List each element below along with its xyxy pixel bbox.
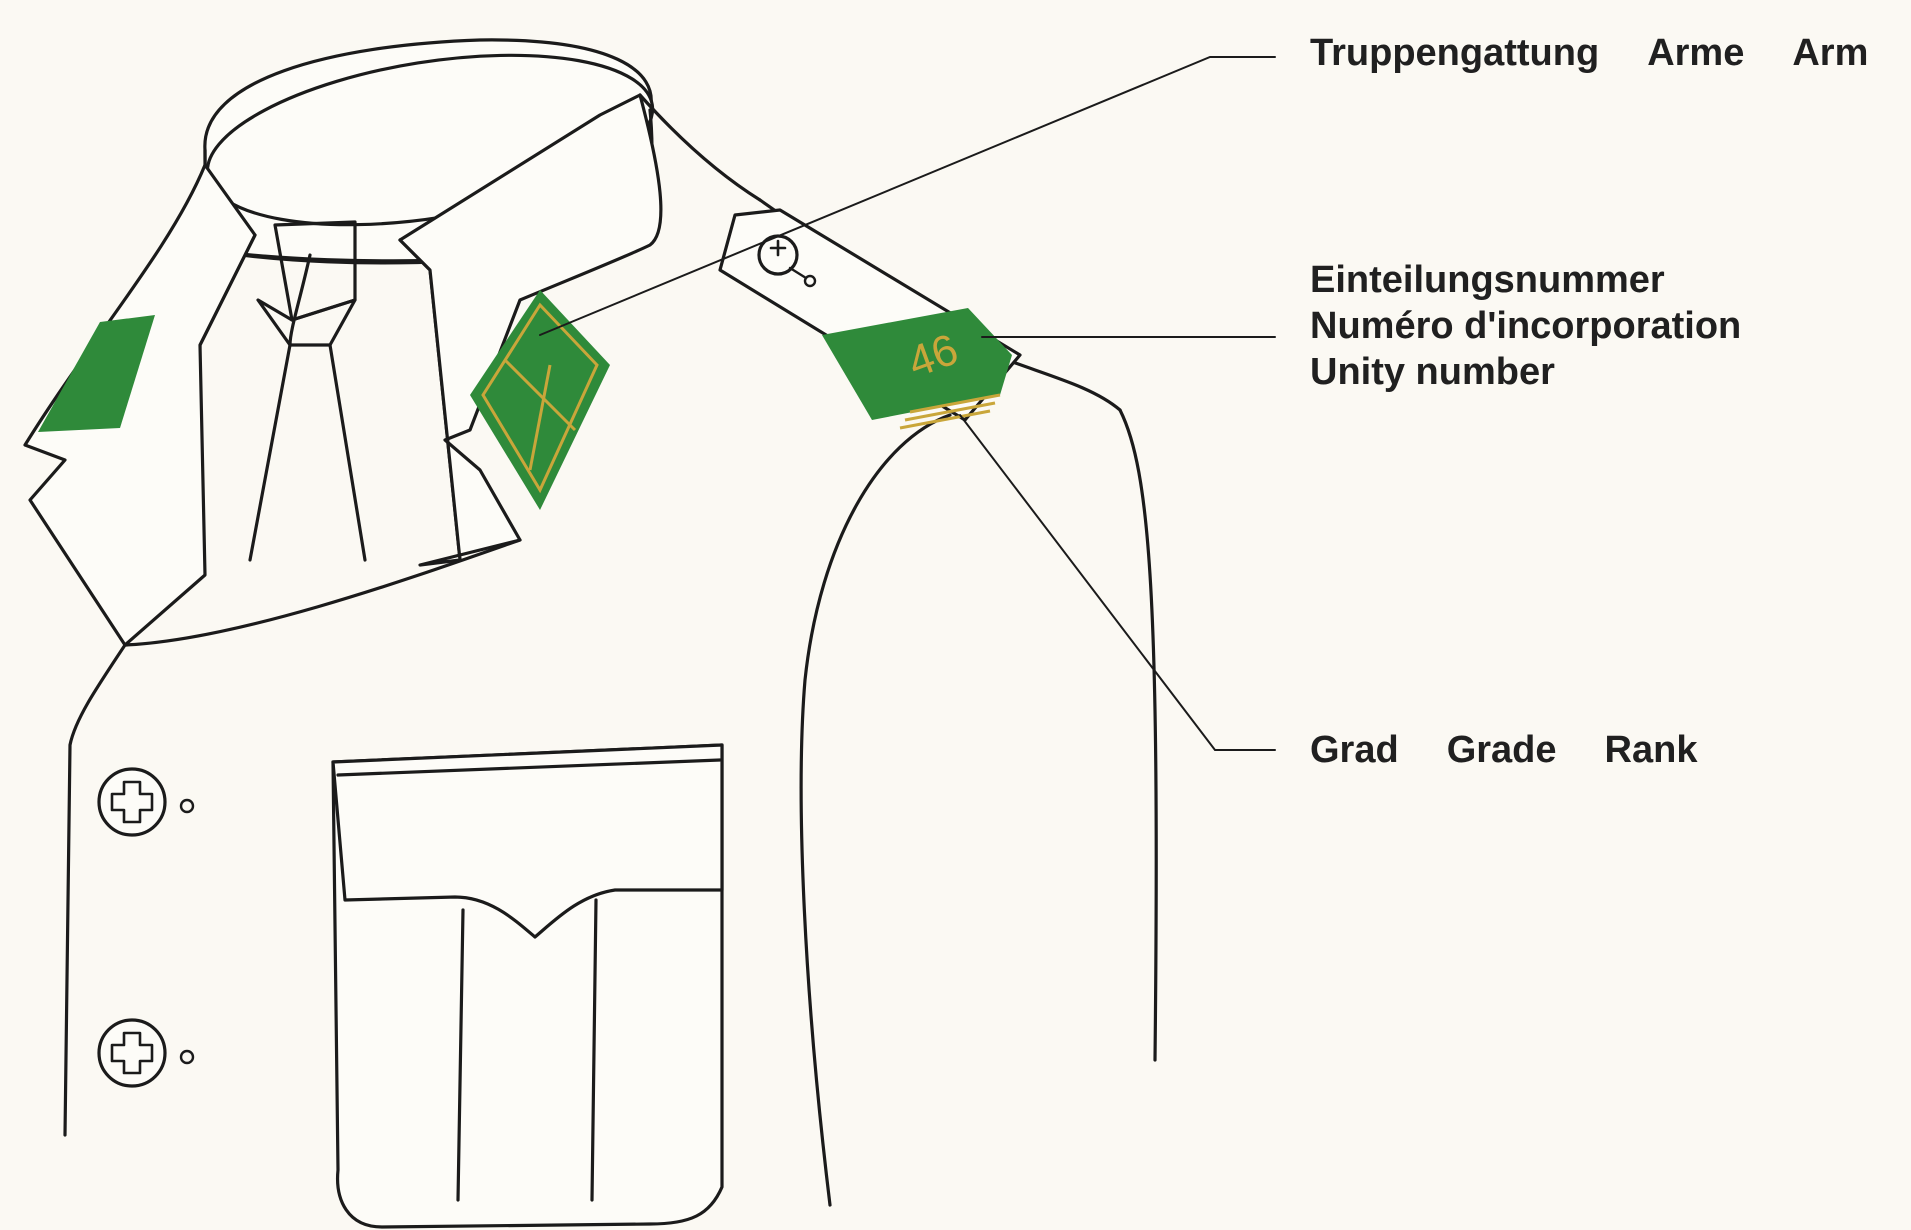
label-rank: Grad Grade Rank — [1310, 727, 1697, 773]
label-branch-de: Truppengattung — [1310, 32, 1599, 74]
label-unit-de: Einteilungsnummer — [1310, 257, 1741, 303]
label-unit-number: Einteilungsnummer Numéro d'incorporation… — [1310, 257, 1741, 395]
label-branch-fr: Arme — [1647, 32, 1744, 74]
label-unit-fr: Numéro d'incorporation — [1310, 303, 1741, 349]
label-branch-en: Arm — [1792, 32, 1868, 74]
label-rank-de: Grad — [1310, 729, 1399, 771]
leader-rank — [960, 415, 1275, 750]
front-button-bottom — [99, 1020, 193, 1086]
label-unit-en: Unity number — [1310, 349, 1741, 395]
label-rank-fr: Grade — [1447, 729, 1557, 771]
label-rank-en: Rank — [1605, 729, 1698, 771]
label-branch: Truppengattung Arme Arm — [1310, 30, 1868, 76]
breast-pocket — [333, 745, 722, 1227]
front-button-top — [99, 769, 193, 835]
